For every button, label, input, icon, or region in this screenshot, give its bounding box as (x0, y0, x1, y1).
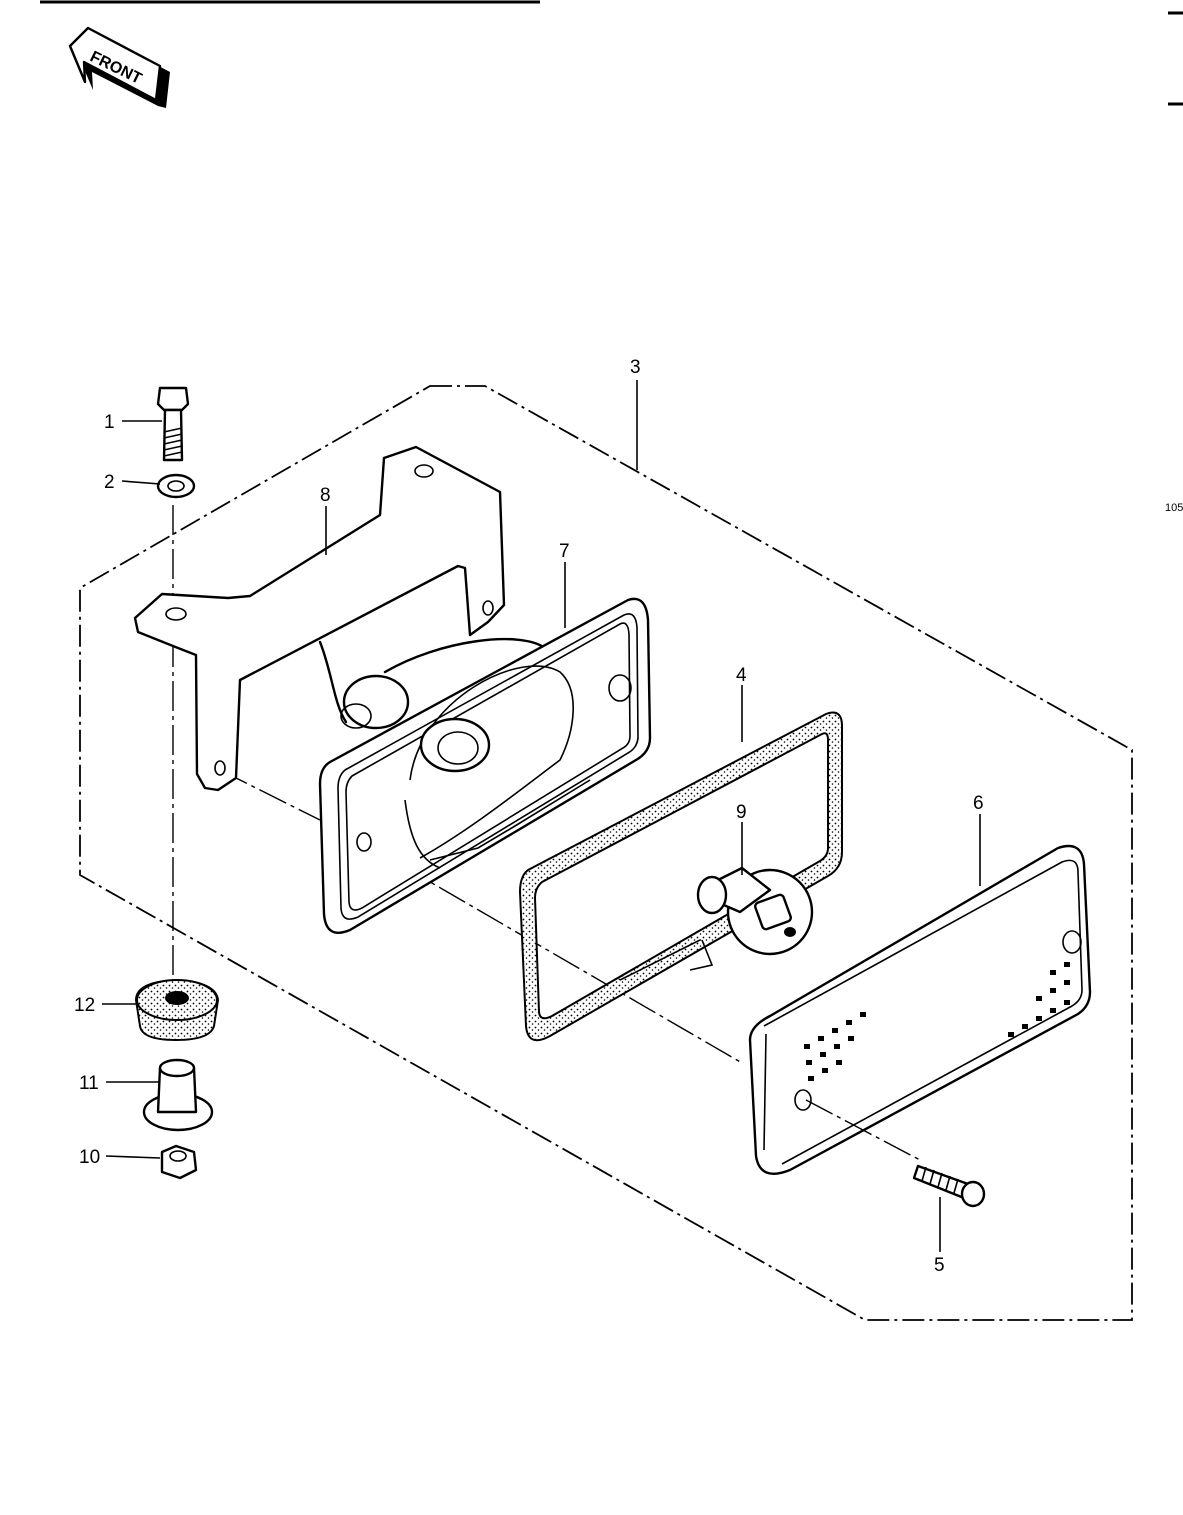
lens-part-6 (748, 844, 1092, 1175)
callout-2: 2 (104, 472, 115, 493)
bolt-part-1 (156, 386, 190, 462)
leader-2 (121, 480, 161, 485)
callout-11: 11 (79, 1073, 99, 1094)
callout-7: 7 (559, 541, 570, 562)
callout-4: 4 (736, 665, 747, 686)
assembly-boundary (79, 385, 1133, 1321)
collar-part-11 (142, 1058, 214, 1132)
front-arrow-icon: FRONT (68, 26, 170, 108)
callout-9: 9 (736, 802, 747, 823)
grommet-part-12 (134, 978, 220, 1042)
bulb-part-9 (619, 866, 814, 981)
margin-note: 105 (1165, 502, 1183, 514)
screw-part-5 (912, 1164, 986, 1208)
callout-6: 6 (973, 793, 984, 814)
centerline-screw (805, 1099, 921, 1161)
callout-12: 12 (74, 995, 95, 1016)
leader-10 (105, 1155, 161, 1159)
socket-wire (318, 637, 547, 730)
callout-10: 10 (79, 1147, 100, 1168)
washer-part-2 (156, 473, 196, 499)
callout-3: 3 (630, 357, 641, 378)
callout-1: 1 (104, 412, 115, 433)
gasket-part-4 (518, 711, 843, 1042)
callout-8: 8 (320, 485, 331, 506)
housing-part-7 (318, 597, 652, 934)
lens-pattern (804, 962, 1070, 1081)
callout-5: 5 (934, 1255, 945, 1276)
nut-part-10 (160, 1144, 198, 1180)
bracket-part-8 (133, 445, 506, 792)
